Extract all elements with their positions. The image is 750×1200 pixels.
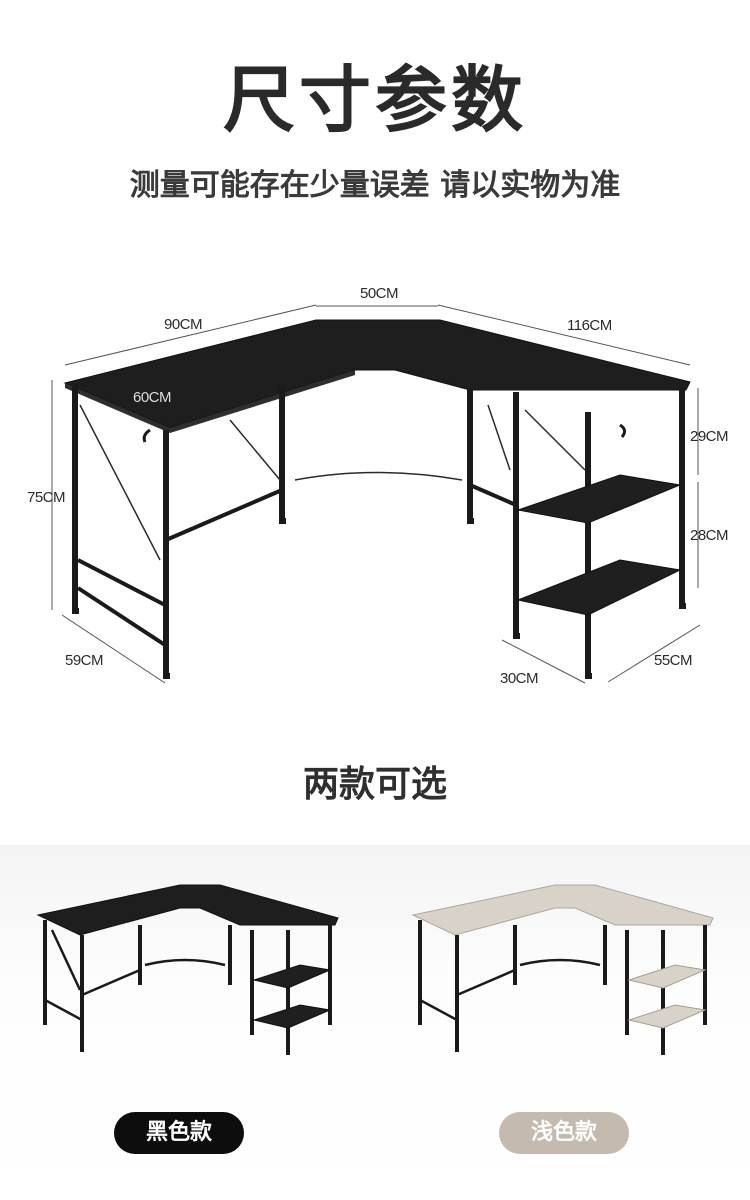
variants-section-title: 两款可选 bbox=[302, 764, 447, 805]
dim-shelf-top-gap: 29CM bbox=[690, 428, 729, 445]
page-subtitle: 测量可能存在少量误差 请以实物为准 bbox=[129, 168, 621, 203]
dim-width-left: 90CM bbox=[164, 316, 203, 333]
dim-width-middle: 50CM bbox=[360, 285, 399, 302]
desk-light-variant-image bbox=[411, 884, 714, 1055]
dimension-diagram: 90CM 50CM 116CM 60CM 75CM 59CM 30CM 55CM… bbox=[0, 270, 750, 700]
variant-black-label[interactable]: 黑色款 bbox=[114, 1112, 244, 1154]
desk-black-variant-image bbox=[36, 884, 339, 1055]
desk-dimension-drawing bbox=[51, 304, 701, 684]
dim-shelf-bottom-gap: 28CM bbox=[690, 527, 729, 544]
dim-width-right: 116CM bbox=[567, 317, 612, 334]
page-title: 尺寸参数 bbox=[222, 58, 527, 142]
dim-shelf-depth: 30CM bbox=[500, 670, 539, 687]
dim-depth-bottom-left: 59CM bbox=[65, 652, 104, 669]
variant-light-label[interactable]: 浅色款 bbox=[499, 1112, 629, 1154]
dim-height-total: 75CM bbox=[27, 489, 66, 506]
dim-depth-top: 60CM bbox=[133, 389, 172, 406]
dim-depth-bottom-right: 55CM bbox=[654, 652, 693, 669]
